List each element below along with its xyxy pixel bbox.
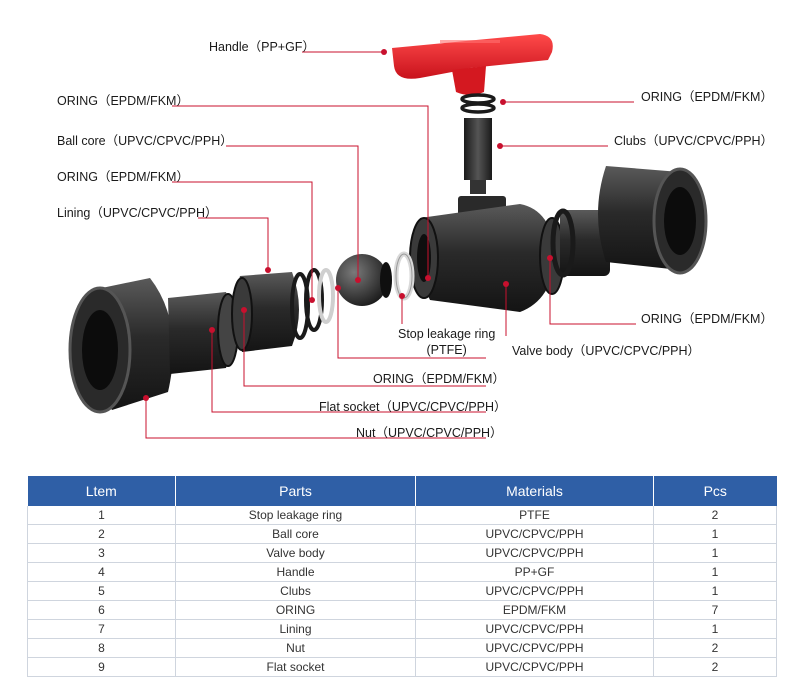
cell-material: EPDM/FKM xyxy=(415,600,654,620)
stem-part xyxy=(464,118,492,194)
leader-oring-top-left xyxy=(172,105,429,278)
cell-material: PP+GF xyxy=(415,562,654,582)
cell-material: PTFE xyxy=(415,506,654,525)
header-item: Ltem xyxy=(27,476,176,506)
leader-dots xyxy=(143,49,553,401)
leader-oring-bottom xyxy=(337,288,486,359)
cell-part: Ball core xyxy=(175,524,416,544)
exploded-valve-diagram: Handle（PP+GF） ORING（EPDM/FKM） Ball core（… xyxy=(57,34,774,440)
ball-core-part xyxy=(336,254,392,306)
cell-part: Handle xyxy=(175,562,416,582)
cell-material: UPVC/CPVC/PPH xyxy=(415,524,654,544)
cell-material: UPVC/CPVC/PPH xyxy=(415,657,654,677)
leader-ball-core xyxy=(226,145,359,280)
cell-material: UPVC/CPVC/PPH xyxy=(415,638,654,658)
cell-pcs: 2 xyxy=(653,506,777,525)
label-oring-bottom: ORING（EPDM/FKM） xyxy=(373,372,505,386)
label-nut: Nut（UPVC/CPVC/PPH） xyxy=(356,426,503,440)
table-row: 7 Lining UPVC/CPVC/PPH 1 xyxy=(27,619,777,639)
cell-pcs: 1 xyxy=(653,543,777,563)
table-row: 1 Stop leakage ring PTFE 2 xyxy=(27,506,777,525)
header-pcs: Pcs xyxy=(653,476,777,506)
cell-pcs: 1 xyxy=(653,562,777,582)
label-oring-top-right: ORING（EPDM/FKM） xyxy=(641,90,773,104)
cell-part: Flat socket xyxy=(175,657,416,677)
table-row: 4 Handle PP+GF 1 xyxy=(27,562,777,582)
cell-part: Stop leakage ring xyxy=(175,506,416,525)
handle-part xyxy=(392,34,553,95)
cell-pcs: 2 xyxy=(653,657,777,677)
leader-flat-socket xyxy=(243,310,486,387)
leader-lines xyxy=(145,51,636,439)
label-oring-top-left: ORING（EPDM/FKM） xyxy=(57,94,189,108)
cell-part: Clubs xyxy=(175,581,416,601)
cell-item: 2 xyxy=(27,524,176,544)
right-union-part xyxy=(550,166,708,278)
cell-item: 4 xyxy=(27,562,176,582)
cell-material: UPVC/CPVC/PPH xyxy=(415,619,654,639)
leader-oring-mid-left xyxy=(172,181,313,300)
cell-item: 6 xyxy=(27,600,176,620)
leader-lining xyxy=(198,217,269,270)
left-nut-part xyxy=(68,278,174,414)
label-stop-ring-line2: (PTFE) xyxy=(426,343,467,357)
valve-body-part xyxy=(409,196,565,312)
label-stop-ring: Stop leakage ring (PTFE) xyxy=(398,326,495,358)
leader-nut xyxy=(145,398,486,439)
cell-pcs: 1 xyxy=(653,619,777,639)
label-oring-right: ORING（EPDM/FKM） xyxy=(641,312,773,326)
table-row: 3 Valve body UPVC/CPVC/PPH 1 xyxy=(27,543,777,563)
cell-pcs: 7 xyxy=(653,600,777,620)
label-clubs: Clubs（UPVC/CPVC/PPH） xyxy=(614,134,774,148)
cell-item: 9 xyxy=(27,657,176,677)
cell-material: UPVC/CPVC/PPH xyxy=(415,581,654,601)
header-materials: Materials xyxy=(415,476,654,506)
label-oring-mid-left: ORING（EPDM/FKM） xyxy=(57,170,189,184)
header-parts: Parts xyxy=(175,476,416,506)
stem-orings xyxy=(460,93,496,114)
table-row: 6 ORING EPDM/FKM 7 xyxy=(27,600,777,620)
label-stop-ring-line1: Stop leakage ring xyxy=(398,327,496,341)
cell-part: Nut xyxy=(175,638,416,658)
table-row: 8 Nut UPVC/CPVC/PPH 2 xyxy=(27,638,777,658)
label-lining: Lining（UPVC/CPVC/PPH） xyxy=(57,206,218,220)
cell-part: Lining xyxy=(175,619,416,639)
table-row: 9 Flat socket UPVC/CPVC/PPH 2 xyxy=(27,657,777,677)
label-handle: Handle（PP+GF） xyxy=(209,40,315,54)
leader-nut-mid xyxy=(211,330,486,413)
cell-part: ORING xyxy=(175,600,416,620)
flat-socket-part xyxy=(168,292,239,374)
diagram-canvas xyxy=(68,34,708,439)
table-row: 2 Ball core UPVC/CPVC/PPH 1 xyxy=(27,524,777,544)
cell-item: 8 xyxy=(27,638,176,658)
cell-item: 5 xyxy=(27,581,176,601)
cell-material: UPVC/CPVC/PPH xyxy=(415,543,654,563)
cell-pcs: 2 xyxy=(653,638,777,658)
stop-ring-part xyxy=(393,251,415,301)
leader-oring-right xyxy=(549,258,636,325)
parts-table: Ltem Parts Materials Pcs 1 Stop leakage … xyxy=(27,476,777,677)
lining-part xyxy=(231,272,299,352)
cell-part: Valve body xyxy=(175,543,416,563)
cell-pcs: 1 xyxy=(653,581,777,601)
table-header-row: Ltem Parts Materials Pcs xyxy=(27,476,777,506)
label-ball-core: Ball core（UPVC/CPVC/PPH） xyxy=(57,134,233,148)
lining-orings xyxy=(290,268,335,340)
cell-pcs: 1 xyxy=(653,524,777,544)
cell-item: 3 xyxy=(27,543,176,563)
label-valve-body: Valve body（UPVC/CPVC/PPH） xyxy=(512,344,701,358)
cell-item: 1 xyxy=(27,506,176,525)
cell-item: 7 xyxy=(27,619,176,639)
label-flat-socket: Flat socket（UPVC/CPVC/PPH） xyxy=(319,400,507,414)
table-row: 5 Clubs UPVC/CPVC/PPH 1 xyxy=(27,581,777,601)
